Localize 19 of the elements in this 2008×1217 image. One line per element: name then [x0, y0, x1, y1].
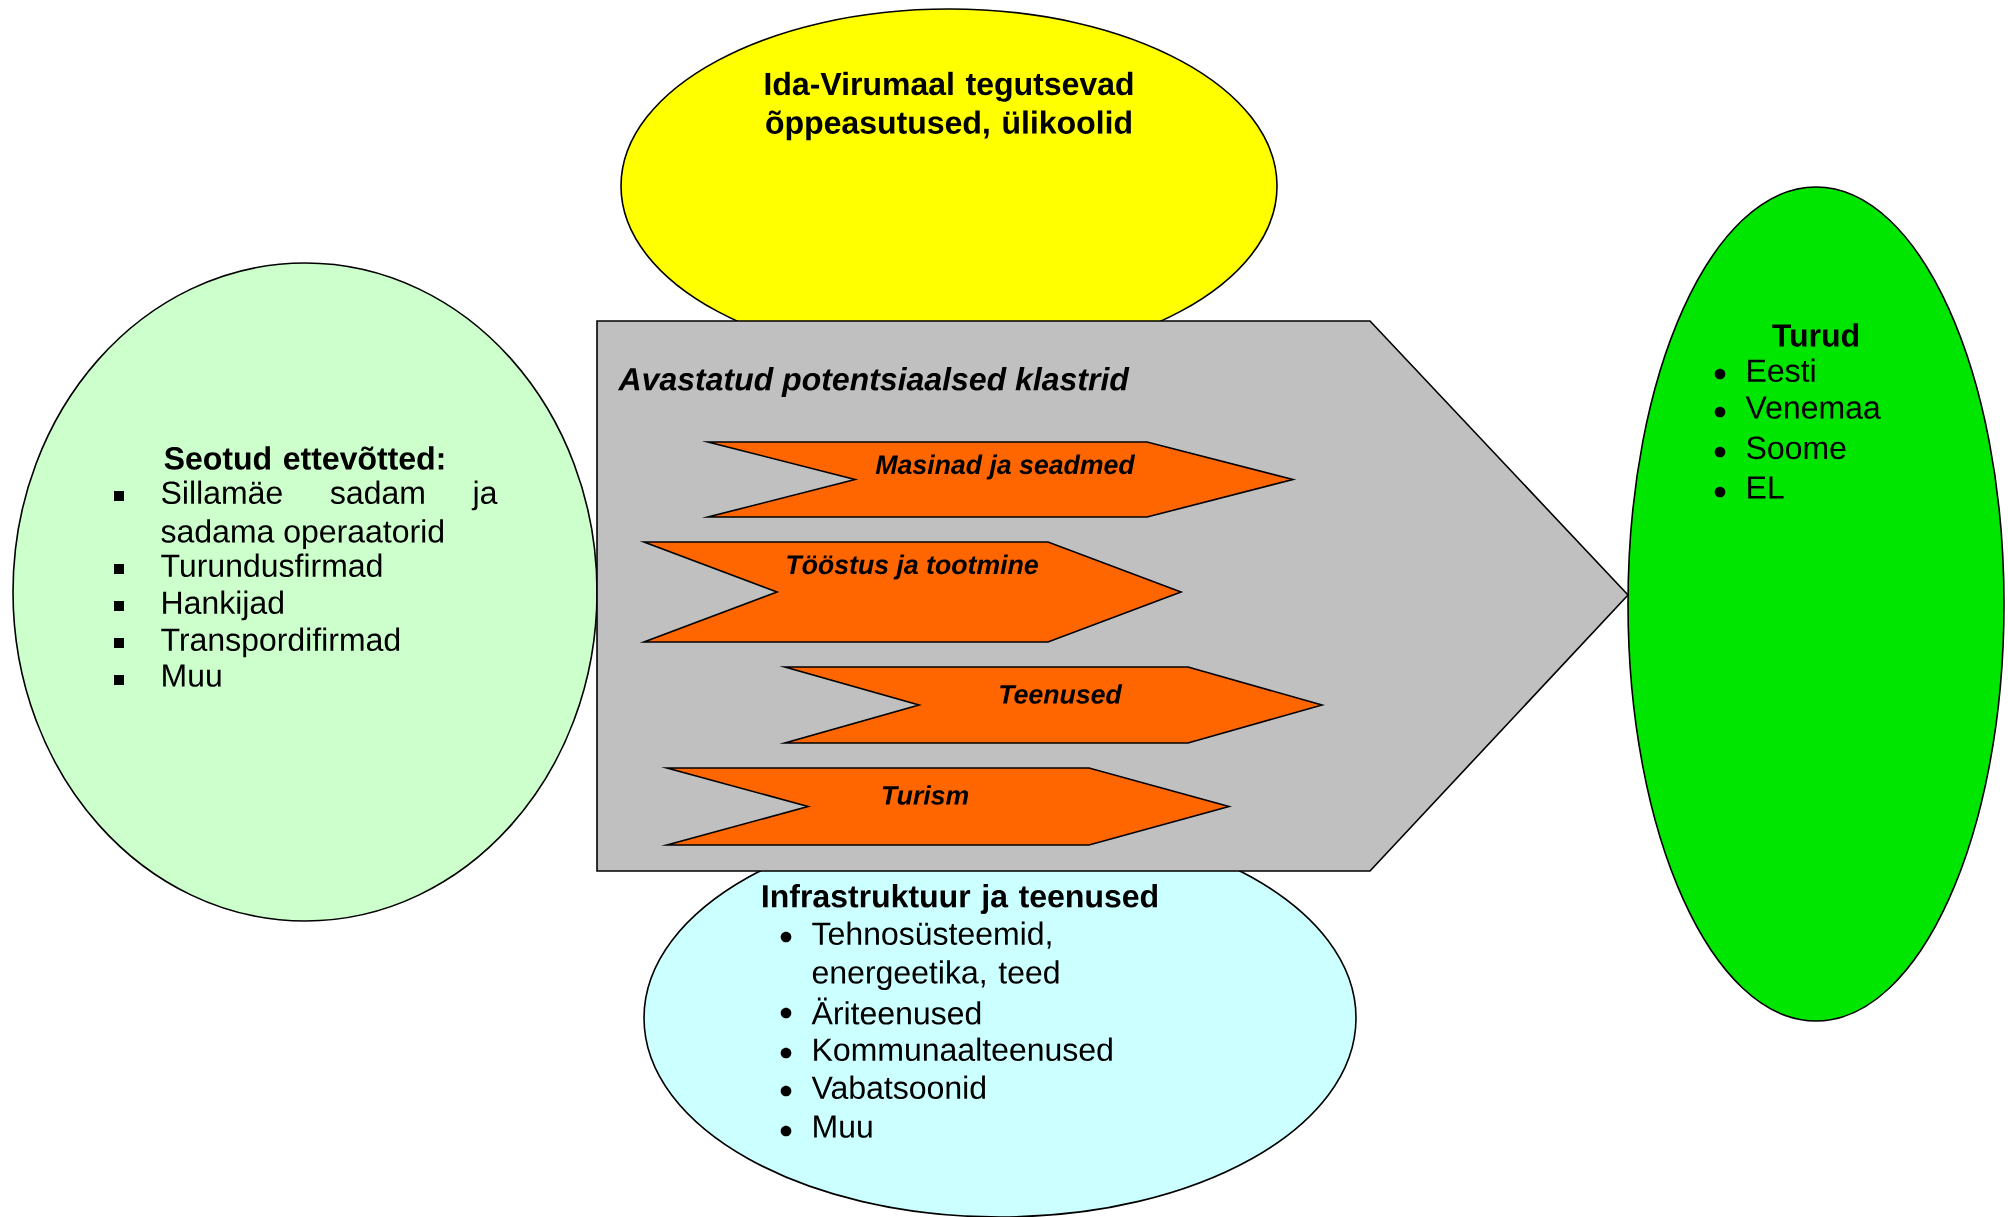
list-item: Transpordifirmad	[114, 627, 400, 658]
list-item: Hankijad	[114, 590, 283, 621]
list-item: Äriteenused	[780, 997, 981, 1025]
heading: Infrastruktuur ja teenused	[763, 884, 1157, 914]
heading: Ida-Virumaal tegutsevad õppeasutused, ülikoolid	[765, 71, 1133, 141]
list-item: Muu	[780, 1115, 872, 1138]
list-item: Tehnosüsteemid, energeetika, teed	[780, 921, 1059, 991]
list-item: Sillamäe sadam ja sadama operaatorid	[114, 480, 498, 550]
list-item: Kommunaalteenused	[780, 1037, 1112, 1061]
list-item: EL	[1714, 476, 1784, 499]
list-item: Vabatsoonid	[780, 1075, 985, 1099]
heading: Avastatud potentsiaalsed klastrid	[617, 367, 1130, 397]
heading: Seotud ettevõtted:	[164, 446, 444, 470]
list-item: Turundusfirmad	[114, 553, 382, 577]
list-item: Muu	[114, 664, 221, 687]
list-item: Venemaa	[1714, 396, 1881, 419]
list-item: Soome	[1714, 436, 1846, 460]
heading: Turud	[1772, 323, 1859, 347]
list-item: Eesti	[1714, 358, 1815, 382]
